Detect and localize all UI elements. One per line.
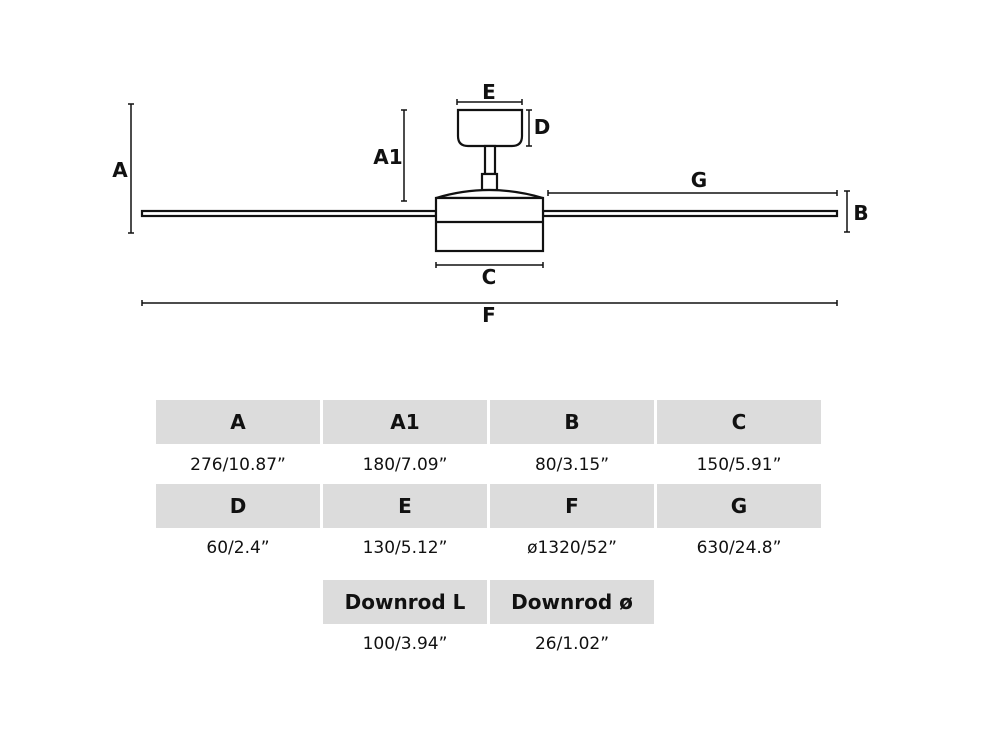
header-g: G	[657, 484, 821, 528]
label-a: A	[112, 158, 128, 182]
value-a1: 180/7.09”	[362, 455, 448, 475]
label-d: D	[534, 115, 551, 139]
dimension-line-e	[456, 99, 523, 105]
fan-blade-left	[140, 209, 438, 218]
label-f: F	[482, 303, 496, 327]
value-b: 80/3.15”	[534, 455, 610, 475]
dimension-line-a	[128, 103, 134, 234]
value-e: 130/5.12”	[362, 538, 448, 558]
fan-canopy	[456, 108, 524, 148]
dimension-line-b	[844, 190, 850, 233]
value-downrod-length: 100/3.94”	[362, 634, 448, 654]
header-f: F	[490, 484, 654, 528]
label-a1: A1	[373, 145, 402, 169]
header-e: E	[323, 484, 487, 528]
fan-motor-top	[435, 188, 544, 200]
dimension-line-c	[435, 262, 544, 268]
fan-dimension-diagram: A A1 E D G B C F	[112, 80, 868, 327]
header-a: A	[156, 400, 320, 444]
value-g: 630/24.8”	[696, 538, 782, 558]
value-downrod-diameter: 26/1.02”	[534, 634, 610, 654]
label-b: B	[853, 201, 868, 225]
label-e: E	[482, 80, 496, 104]
fan-motor-housing	[434, 196, 545, 253]
value-f: ø1320/52”	[527, 538, 617, 558]
header-d: D	[156, 484, 320, 528]
header-c: C	[657, 400, 821, 444]
dimension-line-d	[526, 109, 532, 147]
fan-coupler	[480, 172, 499, 192]
value-d: 60/2.4”	[206, 538, 270, 558]
header-a1: A1	[323, 400, 487, 444]
dimension-line-a1	[401, 109, 407, 202]
dimension-line-f	[141, 300, 838, 306]
header-b: B	[490, 400, 654, 444]
value-a: 276/10.87”	[190, 455, 286, 475]
fan-downrod	[483, 144, 497, 176]
label-g: G	[691, 168, 707, 192]
fan-blade-right	[541, 209, 839, 218]
value-c: 150/5.91”	[696, 455, 782, 475]
label-c: C	[482, 265, 497, 289]
header-downrod-diameter: Downrod ø	[490, 580, 654, 624]
header-downrod-length: Downrod L	[323, 580, 487, 624]
dimension-line-g	[547, 190, 838, 196]
